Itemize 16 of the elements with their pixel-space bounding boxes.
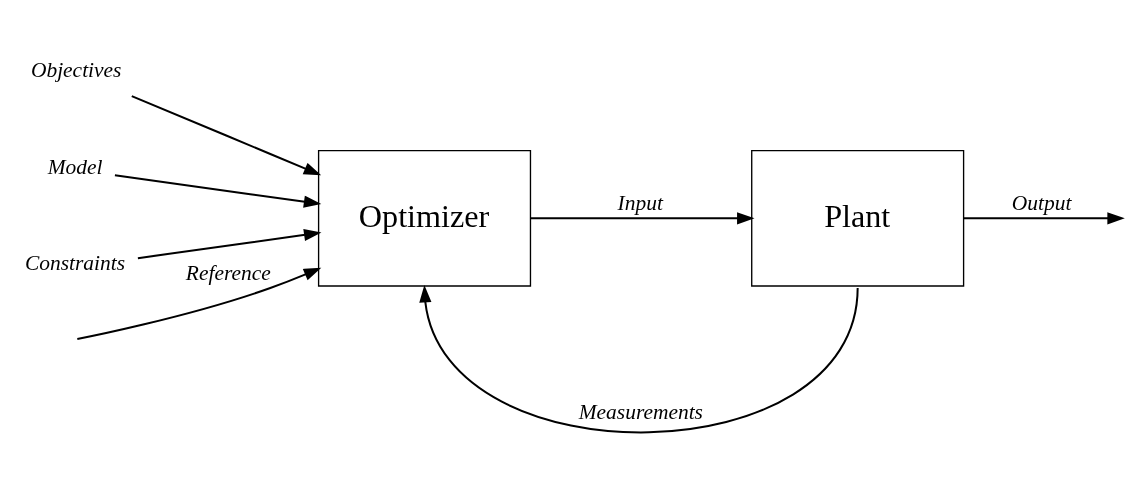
node-text: Constraints bbox=[24, 250, 126, 275]
arrow bbox=[114, 173, 322, 208]
arrow bbox=[963, 211, 1125, 224]
node-text: Objectives bbox=[30, 57, 122, 82]
edge-label: Input bbox=[617, 190, 663, 215]
edge-label: Reference bbox=[185, 260, 271, 285]
node-box: Plant bbox=[751, 149, 965, 287]
arrow bbox=[530, 211, 755, 224]
arrow bbox=[137, 228, 322, 259]
arrow bbox=[419, 284, 859, 433]
node-box: Optimizer bbox=[317, 149, 532, 287]
edge-label: Measurements bbox=[578, 399, 703, 424]
arrow bbox=[131, 94, 322, 175]
edge-label: Output bbox=[1011, 190, 1072, 215]
arrow bbox=[77, 267, 322, 340]
node-text: Model bbox=[47, 154, 103, 179]
